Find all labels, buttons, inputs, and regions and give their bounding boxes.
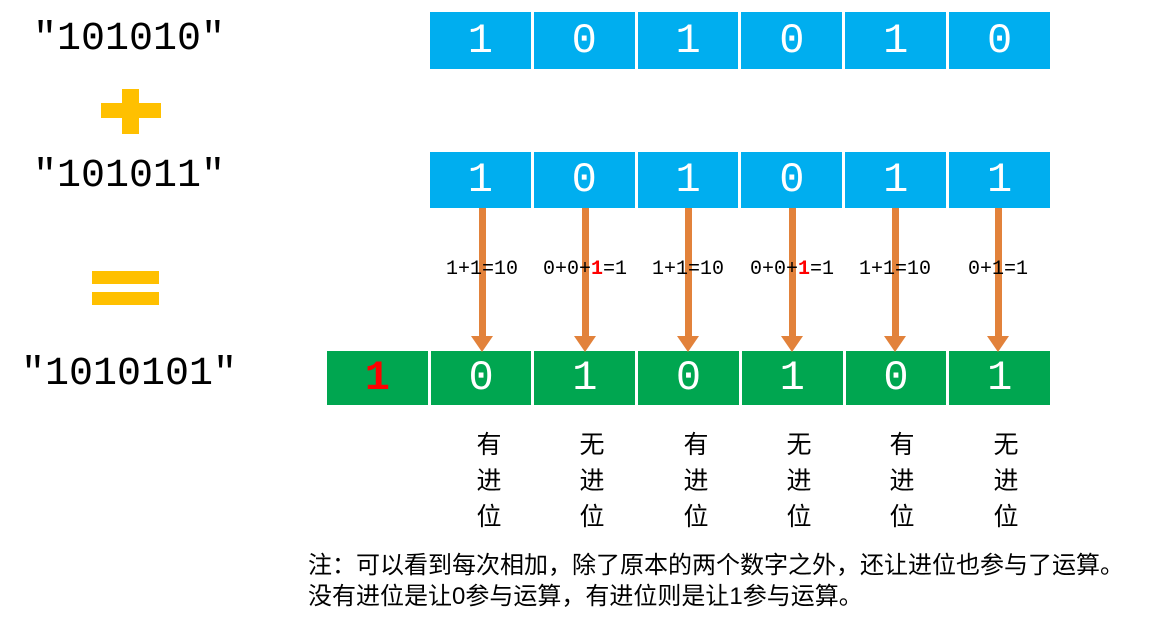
- calc-expression: 1+1=10: [628, 258, 748, 281]
- calc-prefix: 1+1=10: [445, 258, 518, 281]
- carry-label: 无进位: [783, 431, 811, 539]
- plus-vertical-bar: [122, 89, 139, 134]
- calc-carry-digit: 1: [590, 258, 603, 281]
- calc-suffix: =1: [603, 258, 628, 281]
- bit-cell: 1: [741, 351, 843, 405]
- bit-cell: 0: [741, 12, 843, 69]
- carry-digit: 1: [364, 354, 390, 402]
- carry-label: 有进位: [886, 431, 914, 539]
- bit-cell: 0: [638, 351, 739, 405]
- arrow-down-icon: [677, 208, 699, 352]
- arrow-head: [574, 336, 596, 352]
- arrow-head: [987, 336, 1009, 352]
- carry-bit-cell: 1: [327, 351, 428, 405]
- carry-label: 无进位: [576, 431, 604, 539]
- carry-label: 有进位: [473, 431, 501, 539]
- arrow-shaft: [684, 208, 692, 336]
- arrow-shaft: [994, 208, 1002, 336]
- arrow-shaft: [581, 208, 589, 336]
- calc-prefix: 1+1=10: [858, 258, 931, 281]
- bit-cell: 1: [430, 12, 531, 69]
- arrow-head: [677, 336, 699, 352]
- equals-top-bar: [92, 271, 159, 284]
- footnote-line1: 注：可以看到每次相加，除了原本的两个数字之外，还让进位也参与了运算。: [308, 552, 1124, 579]
- footnote: 注：可以看到每次相加，除了原本的两个数字之外，还让进位也参与了运算。 没有进位是…: [308, 550, 1148, 612]
- calc-prefix: 0+1=1: [967, 258, 1028, 281]
- arrow-shaft: [891, 208, 899, 336]
- plus-icon: [101, 89, 161, 134]
- result-text: "1010101": [20, 352, 238, 397]
- calc-expression: 0+0+1=1: [732, 258, 852, 281]
- calc-expression: 1+1=10: [835, 258, 955, 281]
- addend2-bar: 1 0 1 0 1 1: [430, 152, 1050, 208]
- calc-suffix: =1: [810, 258, 835, 281]
- arrow-down-icon: [574, 208, 596, 352]
- bit-cell: 1: [949, 152, 1050, 208]
- bit-cell: 0: [949, 12, 1050, 69]
- bit-cell: 0: [430, 351, 532, 405]
- calc-prefix: 1+1=10: [651, 258, 724, 281]
- arrow-shaft: [788, 208, 796, 336]
- bit-cell: 1: [949, 351, 1051, 405]
- bit-cell: 1: [845, 152, 947, 208]
- carry-label: 有进位: [680, 431, 708, 539]
- calc-prefix: 0+0+: [749, 258, 798, 281]
- arrow-down-icon: [781, 208, 803, 352]
- operand1-text: "101010": [32, 17, 226, 62]
- arrow-down-icon: [884, 208, 906, 352]
- equals-icon: [92, 271, 159, 305]
- calc-carry-digit: 1: [797, 258, 810, 281]
- calc-expression: 0+0+1=1: [525, 258, 645, 281]
- addend1-bar: 1 0 1 0 1 0: [430, 12, 1050, 69]
- arrow-head: [884, 336, 906, 352]
- calc-expression: 0+1=1: [938, 258, 1058, 281]
- bit-cell: 0: [533, 152, 635, 208]
- bit-cell: 1: [845, 12, 947, 69]
- arrow-down-icon: [987, 208, 1009, 352]
- calc-expression: 1+1=10: [422, 258, 542, 281]
- bit-cell: 1: [430, 152, 531, 208]
- arrow-head: [781, 336, 803, 352]
- bit-cell: 1: [637, 12, 739, 69]
- arrow-down-icon: [471, 208, 493, 352]
- bit-cell: 0: [845, 351, 947, 405]
- bit-cell: 1: [637, 152, 739, 208]
- bit-cell: 0: [741, 152, 843, 208]
- carry-label: 无进位: [990, 431, 1018, 539]
- arrow-head: [471, 336, 493, 352]
- bit-cell: 0: [533, 12, 635, 69]
- result-bar: 1 0 1 0 1 0 1: [327, 351, 1051, 405]
- calc-prefix: 0+0+: [542, 258, 591, 281]
- bit-cell: 1: [534, 351, 636, 405]
- arrow-shaft: [478, 208, 486, 336]
- operand2-text: "101011": [32, 154, 226, 199]
- equals-bottom-bar: [92, 292, 159, 305]
- footnote-line2: 没有进位是让0参与运算，有进位则是让1参与运算。: [308, 583, 863, 610]
